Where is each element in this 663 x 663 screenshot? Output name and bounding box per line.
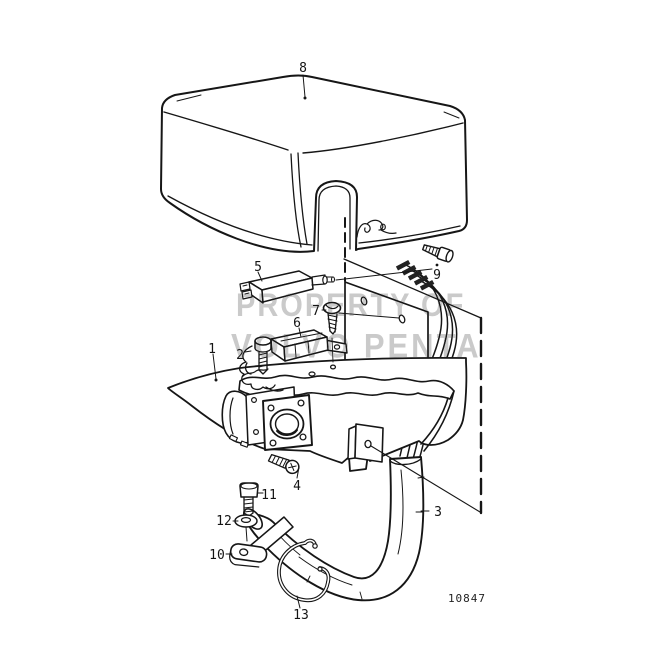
lock-wire [239,345,284,392]
plate-bracket [347,423,384,463]
watermark-line-2: VOLVO PENTA [231,326,482,366]
screw-4 [267,454,300,475]
watermark-line-1: PROPERTY OF [236,288,466,324]
callout-13: 13 [293,608,309,623]
leader-relay-to-harness [335,268,433,281]
leader-bracket-to-surface [370,445,481,513]
callout-12: 12 [216,514,232,529]
callout-3: 3 [434,505,442,520]
resistor-unit [270,329,348,362]
callout-5: 5 [254,260,262,275]
callout-6: 6 [293,316,301,331]
callout-9: 9 [433,268,441,283]
harness-conduit [243,456,425,602]
leader-7-to-hole [338,312,400,319]
hose-clamp-10 [229,516,294,568]
drawing-number: 10847 [448,592,486,605]
callout-leaders [212,74,430,609]
callout-1: 1 [208,342,216,357]
callout-7: 7 [312,304,320,319]
callout-labels: 1 2 3 4 5 6 7 8 9 10 11 12 13 [208,61,442,623]
cover-box [160,74,468,253]
screw-9 [422,244,454,267]
spade-terminals [395,259,435,291]
mounting-surface-phantom [343,258,483,515]
bolt-11 [239,482,259,517]
mounting-flange [262,394,313,451]
base-plate [167,356,468,472]
callout-10: 10 [209,548,225,563]
callout-11: 11 [261,488,277,503]
callout-4: 4 [293,479,301,494]
spring-clip-13 [277,538,331,603]
screw-7 [322,301,342,370]
relay-unit [239,270,336,304]
callout-8: 8 [299,61,307,76]
bolt-2 [239,336,284,392]
callout-2: 2 [236,348,244,363]
cover-wire-grommet [356,219,397,238]
